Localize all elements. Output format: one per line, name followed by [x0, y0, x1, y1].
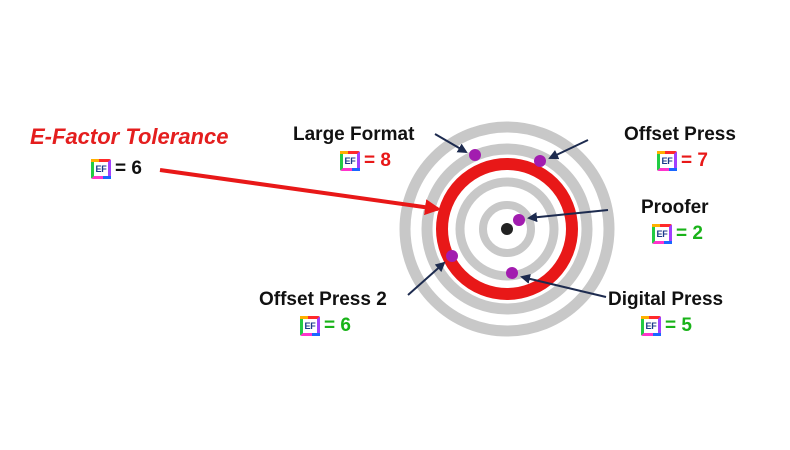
tolerance-arrow: [159, 168, 441, 216]
tolerance-title: E-Factor Tolerance: [30, 124, 229, 149]
device-ef-row-offset-press: EF = 7: [657, 150, 708, 172]
offset-press-dot: [534, 155, 546, 167]
device-name-proofer: Proofer: [641, 197, 709, 218]
device-ef-row-offset-press-2: EF = 6: [300, 315, 351, 337]
offset-press-2-dot: [446, 250, 458, 262]
offset-press-arrow: [548, 139, 589, 160]
tolerance-ring: [436, 158, 578, 300]
tolerance-value-row: EF = 6: [91, 158, 142, 180]
device-ef-value-offset-press: = 7: [681, 150, 708, 171]
ef-badge-icon: EF: [300, 316, 320, 336]
ef-badge-text: EF: [304, 320, 316, 331]
ef-badge-text: EF: [95, 163, 107, 174]
target-ring-2: [421, 143, 593, 315]
device-ef-row-proofer: EF = 2: [652, 223, 703, 245]
tolerance-value: = 6: [115, 158, 142, 179]
ef-badge-icon: EF: [340, 151, 360, 171]
center-dot: [501, 223, 513, 235]
large-format-arrow: [434, 133, 468, 154]
offset-press-2-arrow: [407, 261, 446, 296]
ef-badge-icon: EF: [641, 316, 661, 336]
target-ring-outer: [399, 121, 615, 337]
ef-badge-text: EF: [661, 155, 673, 166]
device-name-large-format: Large Format: [293, 124, 415, 145]
ef-badge-icon: EF: [652, 224, 672, 244]
ef-badge-text: EF: [656, 228, 668, 239]
device-ef-value-large-format: = 8: [364, 150, 391, 171]
ef-badge-text: EF: [645, 320, 657, 331]
large-format-dot: [469, 149, 481, 161]
device-name-digital-press: Digital Press: [608, 289, 724, 310]
digital-press-dot: [506, 267, 518, 279]
device-ef-row-digital-press: EF = 5: [641, 315, 692, 337]
proofer-arrow: [527, 209, 609, 223]
device-ef-row-large-format: EF = 8: [340, 150, 391, 172]
ef-badge-icon: EF: [91, 159, 111, 179]
target-ring-inner: [479, 201, 535, 257]
digital-press-arrow: [520, 273, 607, 298]
proofer-dot: [513, 214, 525, 226]
ef-badge-icon: EF: [657, 151, 677, 171]
ef-badge-text: EF: [344, 155, 356, 166]
device-name-offset-press: Offset Press: [624, 124, 736, 145]
device-ef-value-proofer: = 2: [676, 223, 703, 244]
device-name-offset-press-2: Offset Press 2: [259, 289, 387, 310]
device-ef-value-offset-press-2: = 6: [324, 315, 351, 336]
device-ef-value-digital-press: = 5: [665, 315, 692, 336]
